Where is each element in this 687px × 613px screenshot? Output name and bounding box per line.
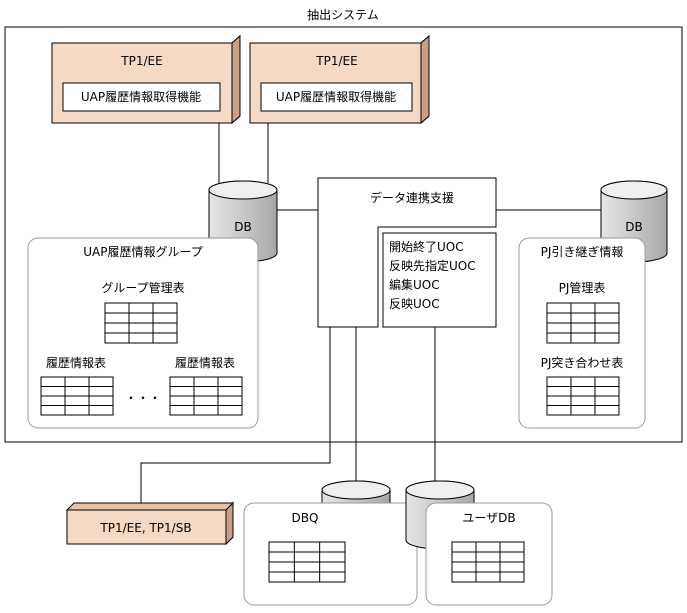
user-db-table bbox=[451, 541, 525, 583]
pj-mgmt-table-label: PJ管理表 bbox=[559, 280, 606, 295]
tp1-box-1: TP1/EE UAP履歴情報取得機能 bbox=[51, 34, 241, 125]
history-table-ellipsis: ・・・ bbox=[125, 391, 161, 405]
db-right-label: DB bbox=[625, 220, 642, 234]
uoc-box bbox=[382, 232, 497, 328]
pj-match-table bbox=[546, 376, 620, 416]
data-link-label: データ連携支援 bbox=[370, 190, 454, 205]
tp1-box-2-function bbox=[260, 82, 413, 112]
user-db-label: ユーザDB bbox=[462, 511, 515, 525]
tp1-box-2-function-label: UAP履歴情報取得機能 bbox=[276, 89, 396, 104]
dbq-panel: DBQ bbox=[243, 502, 418, 606]
tp1-sb-box-top bbox=[65, 502, 235, 511]
connector-datalink-tp1sb bbox=[140, 327, 331, 503]
tp1-box-2: TP1/EE UAP履歴情報取得機能 bbox=[249, 34, 430, 125]
pj-mgmt-table bbox=[546, 302, 620, 344]
pj-handover-group: PJ引き継ぎ情報 PJ管理表 PJ突き合わせ表 bbox=[518, 237, 646, 429]
tp1-box-2-side bbox=[420, 34, 430, 125]
user-db-panel: ユーザDB bbox=[425, 502, 553, 606]
uoc-line-start-end: 開始終了UOC bbox=[389, 239, 464, 254]
extraction-system-frame bbox=[4, 26, 683, 443]
db-left-label: DB bbox=[234, 220, 251, 234]
tp1-sb-box: TP1/EE, TP1/SB bbox=[65, 501, 235, 546]
uap-history-group: UAP履歴情報グループ グループ管理表 履歴情報表 ・・・ 履歴情報表 bbox=[27, 237, 259, 429]
data-link-box bbox=[317, 177, 497, 328]
pj-handover-group-title: PJ引き継ぎ情報 bbox=[541, 244, 624, 259]
uap-history-group-title: UAP履歴情報グループ bbox=[83, 245, 203, 259]
tp1-sb-box-side bbox=[225, 501, 234, 546]
tp1-box-1-function-label: UAP履歴情報取得機能 bbox=[81, 89, 201, 104]
dbq-table bbox=[268, 541, 346, 583]
uoc-line-target: 反映先指定UOC bbox=[389, 258, 476, 273]
tp1-box-1-function bbox=[62, 82, 221, 112]
history-table-1 bbox=[40, 376, 114, 416]
tp1-sb-box-label: TP1/EE, TP1/SB bbox=[99, 521, 191, 535]
system-title: 抽出システム bbox=[307, 8, 379, 22]
dbq-label: DBQ bbox=[292, 511, 319, 525]
history-table-2-label: 履歴情報表 bbox=[175, 356, 235, 370]
pj-match-table-label: PJ突き合わせ表 bbox=[541, 355, 624, 370]
tp1-box-1-side bbox=[231, 34, 241, 125]
group-mgmt-table-label: グループ管理表 bbox=[101, 280, 184, 295]
history-table-2 bbox=[169, 376, 243, 416]
tp1-box-2-title: TP1/EE bbox=[315, 54, 357, 68]
uoc-line-edit: 編集UOC bbox=[389, 277, 440, 292]
history-table-1-label: 履歴情報表 bbox=[46, 356, 106, 370]
tp1-box-1-title: TP1/EE bbox=[120, 54, 162, 68]
uoc-line-reflect: 反映UOC bbox=[389, 297, 440, 311]
group-mgmt-table bbox=[104, 302, 178, 344]
